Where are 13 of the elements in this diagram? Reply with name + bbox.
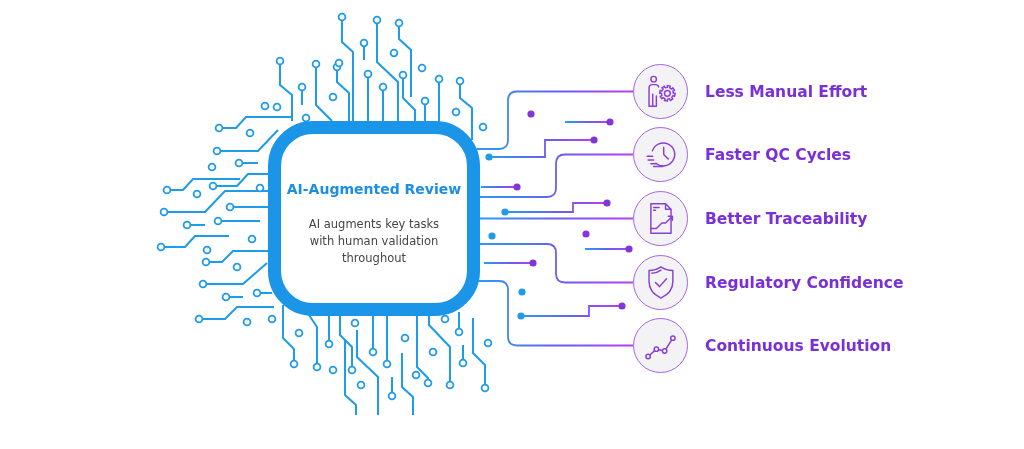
benefit-label: Less Manual Effort <box>705 81 868 103</box>
chip-title: AI-Augmented Review <box>286 180 462 198</box>
connector-line <box>478 280 634 347</box>
benefit-label: Faster QC Cycles <box>705 144 851 166</box>
chip-description: AI augments key tasks with human validation throughout <box>307 216 441 267</box>
connector-line <box>479 153 634 198</box>
connector-line <box>479 243 634 284</box>
benefit-label: Regulatory Confidence <box>705 272 904 294</box>
benefit-label: Continuous Evolution <box>705 335 892 357</box>
connector-line <box>479 217 634 220</box>
connector-line <box>475 90 634 150</box>
benefit-label: Better Traceability <box>705 208 868 230</box>
chip-box <box>268 121 480 316</box>
